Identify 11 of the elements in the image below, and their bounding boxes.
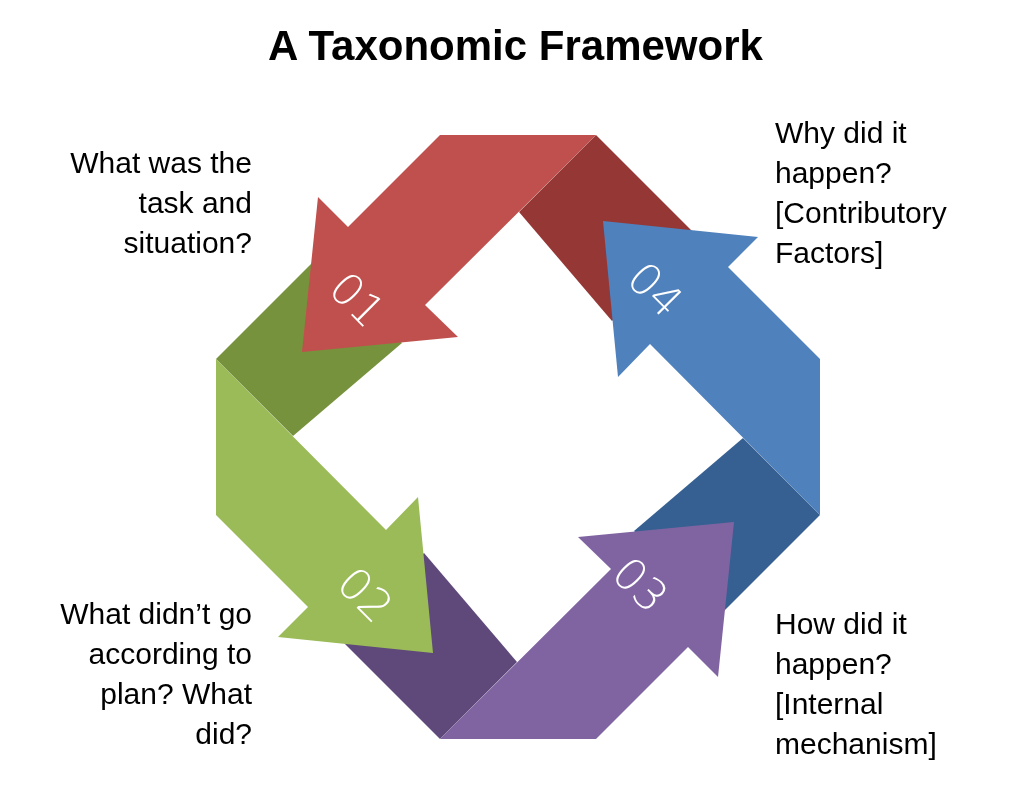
cycle-step-segment bbox=[440, 522, 734, 739]
question-text: How did it happen? [Internal mechanism] bbox=[775, 606, 938, 762]
diagram-title: A Taxonomic Framework bbox=[267, 22, 764, 70]
step-number: 04 bbox=[619, 254, 691, 326]
question-text: Why did it happen? [Contributory Factors] bbox=[775, 115, 948, 271]
step-number: 01 bbox=[321, 264, 393, 336]
cycle-step-segment bbox=[302, 135, 596, 352]
question-text: What was the task and situation? bbox=[69, 145, 252, 261]
question-text: What didn’t go according to plan? What did? bbox=[59, 596, 252, 752]
step-number: 02 bbox=[329, 559, 401, 631]
step-number: 03 bbox=[604, 549, 676, 621]
